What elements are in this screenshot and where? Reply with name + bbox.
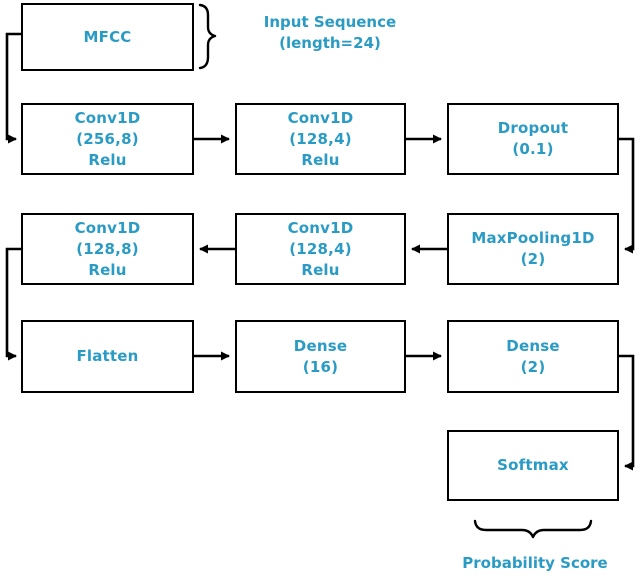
node-conv1d-256-8-line-0: Conv1D (74, 108, 141, 127)
node-conv1d-256-8-line-2: Relu (88, 150, 127, 169)
input-sequence-label-line-1: Input Sequence (263, 13, 397, 31)
node-conv1d-128-4-top-line-2: Relu (301, 150, 340, 169)
node-conv1d-128-4-top-line-1: (128,4) (289, 129, 352, 148)
node-dense-16[interactable]: Dense (16) (235, 320, 406, 393)
input-sequence-label: Input Sequence (length=24) (230, 12, 430, 54)
input-sequence-label-line-2: (length=24) (279, 34, 381, 52)
node-conv1d-128-8-line-0: Conv1D (74, 218, 141, 237)
connector-mfcc-to-conv1 (5, 32, 21, 144)
connector-dense2-to-softmax (619, 354, 635, 471)
node-dense-2[interactable]: Dense (2) (447, 320, 619, 393)
node-mfcc-line-0: MFCC (83, 27, 132, 46)
node-dropout-line-1: (0.1) (512, 140, 554, 158)
node-dense-2-line-0: Dense (506, 336, 560, 355)
node-dropout-line-0: Dropout (497, 119, 569, 137)
node-dense-16-line-0: Dense (293, 336, 348, 355)
node-mfcc[interactable]: MFCC (21, 3, 194, 71)
node-maxpooling1d-line-0: MaxPooling1D (471, 229, 595, 247)
node-conv1d-128-8[interactable]: Conv1D (128,8) Relu (21, 213, 194, 285)
node-conv1d-128-8-line-2: Relu (88, 260, 127, 279)
node-conv1d-128-4-bottom[interactable]: Conv1D (128,4) Relu (235, 213, 406, 285)
connector-dropout-to-maxpooling (619, 137, 635, 254)
node-maxpooling1d[interactable]: MaxPooling1D (2) (447, 213, 619, 285)
node-conv1d-128-4-top-line-0: Conv1D (287, 108, 354, 127)
node-conv1d-128-4-bottom-line-1: (128,4) (289, 239, 352, 258)
node-dropout[interactable]: Dropout (0.1) (447, 103, 619, 175)
connector-conv3-to-flatten (5, 247, 21, 361)
node-dense-2-line-1: (2) (520, 357, 546, 376)
node-conv1d-128-4-bottom-line-2: Relu (301, 260, 340, 279)
node-conv1d-256-8[interactable]: Conv1D (256,8) Relu (21, 103, 194, 175)
node-softmax-line-0: Softmax (497, 456, 569, 474)
node-softmax[interactable]: Softmax (447, 430, 619, 501)
input-sequence-brace (198, 3, 217, 70)
node-conv1d-128-4-top[interactable]: Conv1D (128,4) Relu (235, 103, 406, 175)
node-maxpooling1d-line-1: (2) (520, 250, 546, 268)
node-conv1d-128-8-line-1: (128,8) (76, 239, 139, 258)
node-flatten[interactable]: Flatten (21, 320, 194, 393)
probability-score-brace (473, 519, 593, 539)
probability-score-label: Probability Score (462, 554, 608, 572)
node-flatten-line-0: Flatten (76, 347, 139, 365)
node-conv1d-256-8-line-1: (256,8) (76, 129, 139, 148)
node-conv1d-128-4-bottom-line-0: Conv1D (287, 218, 354, 237)
node-dense-16-line-1: (16) (302, 357, 339, 376)
